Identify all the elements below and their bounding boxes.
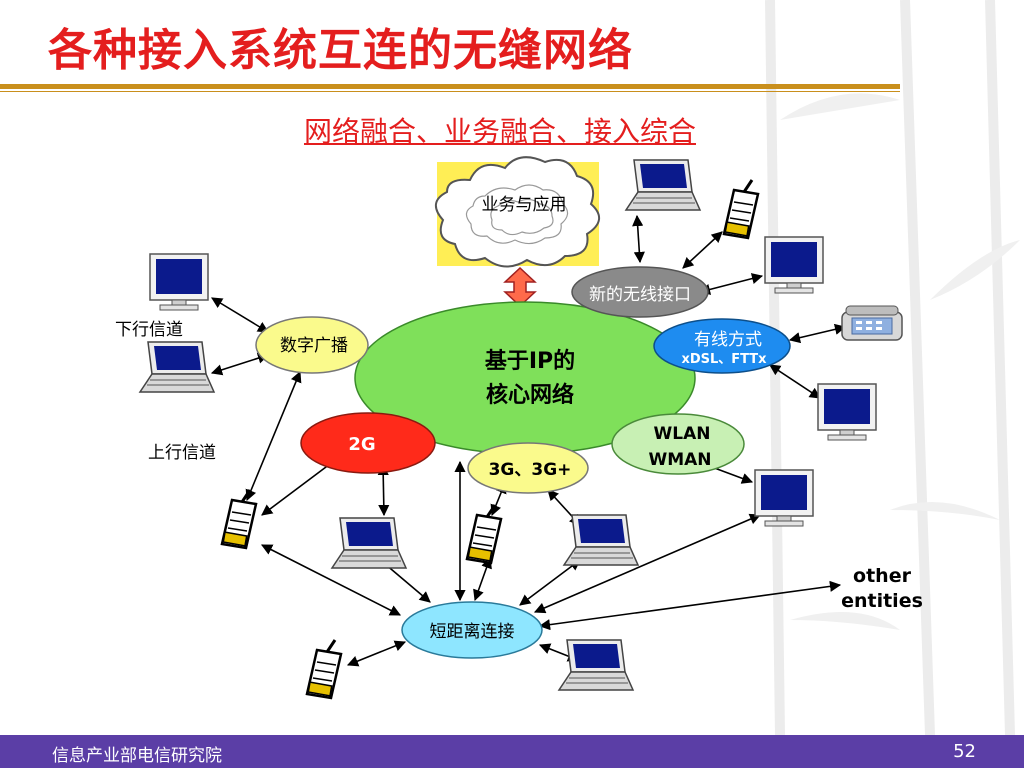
- mobile-phone-icon: [305, 638, 343, 700]
- core-label-line2: 核心网络: [486, 382, 574, 408]
- three-g-label: 3G、3G+: [489, 460, 572, 480]
- page-subtitle: 网络融合、业务融合、接入综合: [303, 115, 696, 148]
- laptop-icon: [625, 159, 701, 211]
- cloud-shape: [435, 156, 600, 268]
- wired-ellipse: [653, 318, 791, 374]
- downlink-label: 下行信道: [115, 320, 183, 340]
- laptop-icon: [331, 517, 407, 569]
- wlan-label-line1: WLAN: [654, 424, 711, 444]
- footer-bar: [0, 735, 1024, 768]
- page-title: 各种接入系统互连的无缝网络: [48, 25, 633, 76]
- title-divider: [0, 84, 900, 89]
- two-g-label: 2G: [348, 434, 375, 455]
- wlan-ellipse: [611, 413, 745, 475]
- wired-label-line2: xDSL、FTTx: [681, 352, 767, 367]
- new-wireless-ellipse: [571, 266, 709, 318]
- laptop-icon: [139, 341, 215, 393]
- desk-telephone-icon: [841, 305, 903, 341]
- monitor-icon: [754, 469, 814, 527]
- footer-org: 信息产业部电信研究院: [52, 746, 222, 766]
- laptop-icon: [558, 639, 634, 691]
- digital-broadcast-label: 数字广播: [280, 336, 348, 356]
- three-g-ellipse: [467, 442, 589, 494]
- page-number: 52: [953, 741, 976, 762]
- digital-broadcast-ellipse: [255, 316, 369, 374]
- other-entities-label-line1: other: [853, 565, 912, 587]
- core-label-line1: 基于IP的: [485, 348, 575, 374]
- mobile-phone-icon: [722, 178, 760, 240]
- short-range-ellipse: [401, 601, 543, 659]
- monitor-icon: [817, 383, 877, 441]
- network-diagram: 业务与应用 基于IP的 核心网络 新的无线接口 有线方式 xDSL、FTTx 数…: [115, 156, 923, 700]
- mobile-phone-icon: [465, 503, 503, 565]
- title-divider-thin: [0, 91, 900, 92]
- mobile-phone-icon: [220, 488, 258, 550]
- monitor-icon: [149, 253, 209, 311]
- short-range-label: 短距离连接: [430, 622, 515, 642]
- monitor-icon: [764, 236, 824, 294]
- laptop-icon: [563, 514, 639, 566]
- wired-label-line1: 有线方式: [694, 330, 762, 350]
- other-entities-label-line2: entities: [841, 590, 923, 612]
- cloud-label: 业务与应用: [482, 195, 567, 215]
- cloud-core-link-arrow: [503, 266, 537, 308]
- uplink-label: 上行信道: [148, 443, 216, 463]
- new-wireless-label: 新的无线接口: [589, 285, 691, 305]
- two-g-ellipse: [300, 412, 436, 474]
- wlan-label-line2: WMAN: [648, 450, 711, 470]
